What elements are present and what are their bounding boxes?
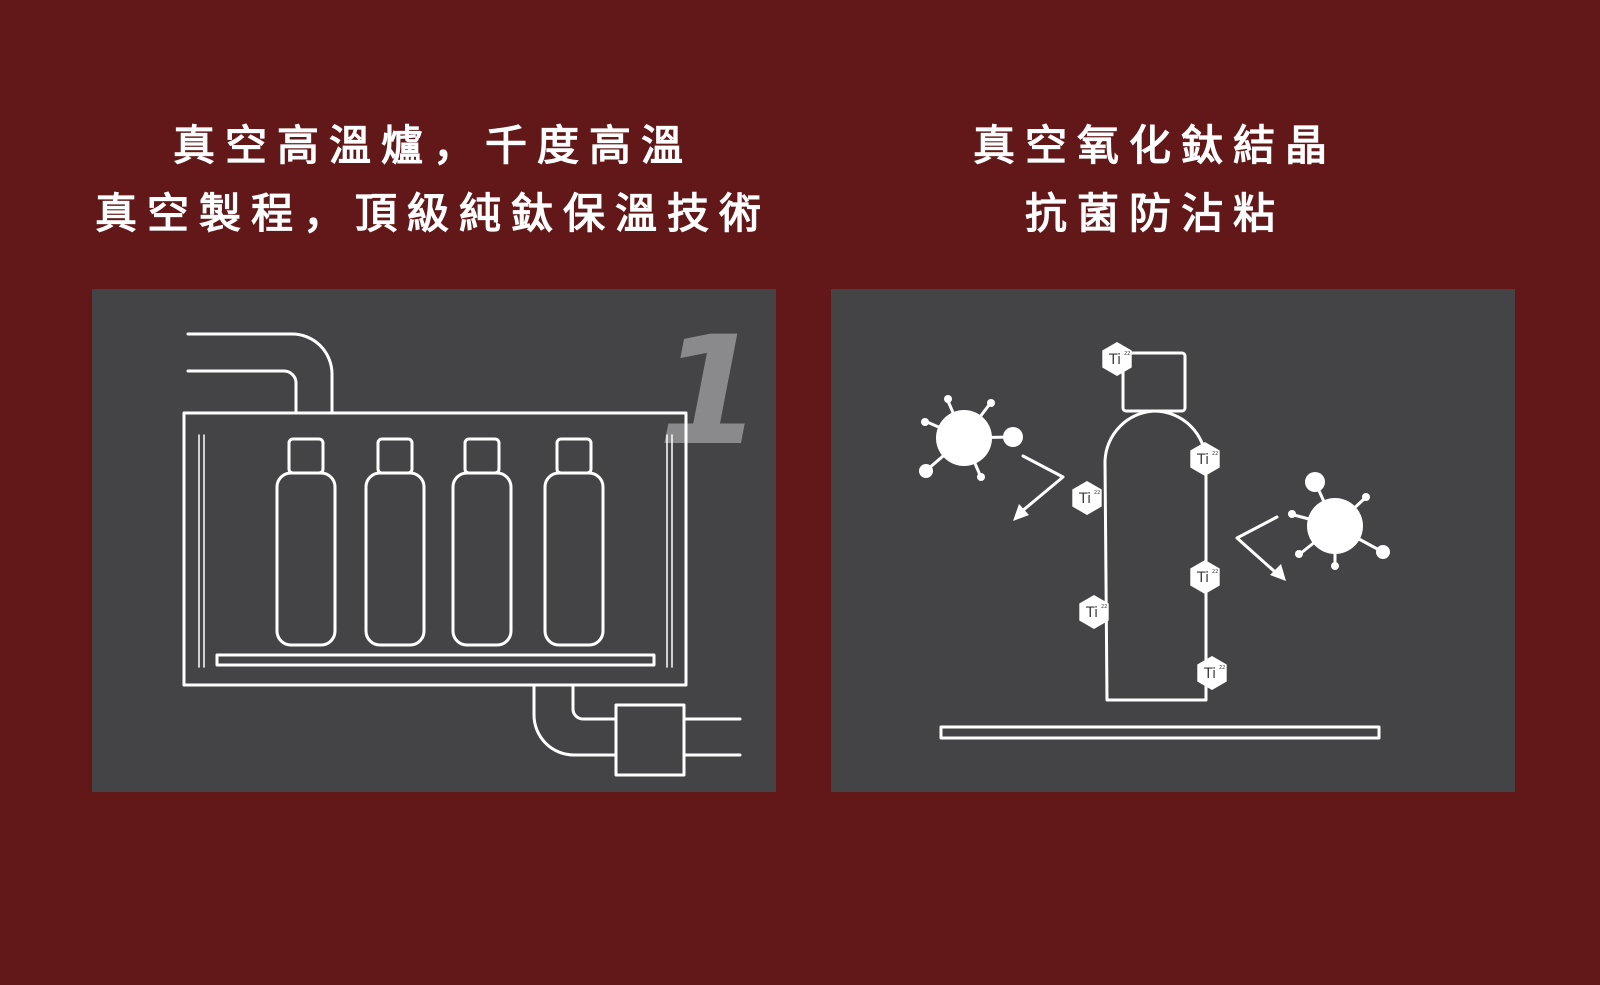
intake-pipe-outer — [186, 332, 334, 415]
intake-pipe-inner — [186, 369, 298, 415]
vacuum-pump — [614, 703, 686, 777]
bottle-icon — [275, 437, 337, 647]
element-atomic-number: 22 — [1212, 569, 1218, 575]
element-symbol: Ti — [1085, 605, 1098, 621]
titanium-heading-line-1: 真空氧化鈦結晶 — [972, 121, 1337, 170]
furnace-panel: 1 — [92, 289, 776, 792]
furnace-tray — [215, 653, 656, 667]
element-atomic-number: 22 — [1124, 351, 1130, 357]
element-symbol: Ti — [1196, 570, 1209, 586]
furnace-heading: 真空高溫爐，千度高溫 真空製程，頂級純鈦保溫技術 — [90, 112, 776, 248]
element-symbol: Ti — [1196, 452, 1209, 468]
vacuum-furnace-illustration: 1 — [182, 305, 762, 777]
element-symbol: Ti — [1108, 352, 1121, 368]
virus-icon — [1288, 472, 1390, 570]
arrow-icon — [1235, 515, 1286, 581]
bottle-icon — [1103, 351, 1208, 702]
element-atomic-number: 22 — [1101, 604, 1107, 610]
outlet-pipe-outer — [532, 683, 618, 757]
base-plate — [939, 725, 1381, 740]
arrow-icon — [1013, 454, 1065, 521]
bottle-icon — [451, 437, 513, 647]
element-atomic-number: 22 — [1219, 665, 1225, 671]
titanium-heading-line-2: 抗菌防沾粘 — [1024, 189, 1285, 238]
element-atomic-number: 22 — [1212, 451, 1218, 457]
element-atomic-number: 22 — [1094, 490, 1100, 496]
element-symbol: Ti — [1203, 666, 1216, 682]
bottle-icon — [364, 437, 426, 647]
step-number: 1 — [658, 305, 762, 479]
outlet-pipe-inner — [571, 683, 618, 721]
virus-icon — [919, 395, 1023, 481]
furnace-chamber — [182, 411, 688, 687]
titanium-heading: 真空氧化鈦結晶 抗菌防沾粘 — [812, 112, 1498, 248]
furnace-heading-line-1: 真空高溫爐，千度高溫 — [172, 121, 693, 170]
furnace-heading-line-2: 真空製程，頂級純鈦保溫技術 — [94, 189, 771, 238]
bottle-icon — [543, 437, 605, 647]
element-symbol: Ti — [1078, 491, 1091, 507]
